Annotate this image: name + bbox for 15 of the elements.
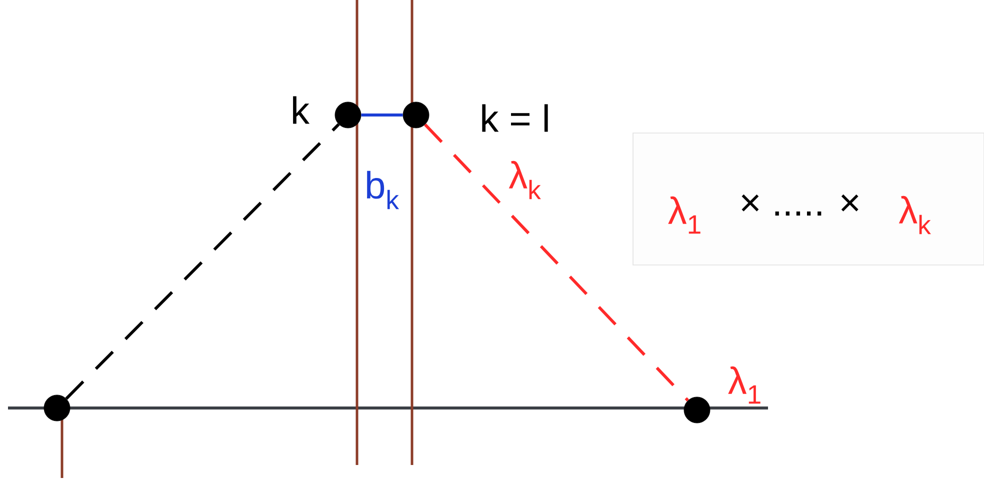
dot <box>402 102 430 128</box>
connector-line <box>65 123 340 400</box>
connector-line <box>361 114 403 116</box>
dot <box>334 102 362 128</box>
edge-label: λ$_{k}$ <box>508 160 541 200</box>
connector-line <box>424 124 689 402</box>
edge-label: b$_{k}$ <box>366 170 399 210</box>
point-label: k = l <box>482 104 548 132</box>
dot <box>44 394 70 422</box>
dot <box>684 396 710 424</box>
point-label: λ$_{1}$ <box>728 366 760 404</box>
formula-label: λ$_{1}$ <box>668 196 700 234</box>
formula-label: λ$_{k}$ <box>898 196 931 234</box>
formula-label: × ..... × <box>742 194 858 216</box>
point-label: k <box>293 96 310 124</box>
